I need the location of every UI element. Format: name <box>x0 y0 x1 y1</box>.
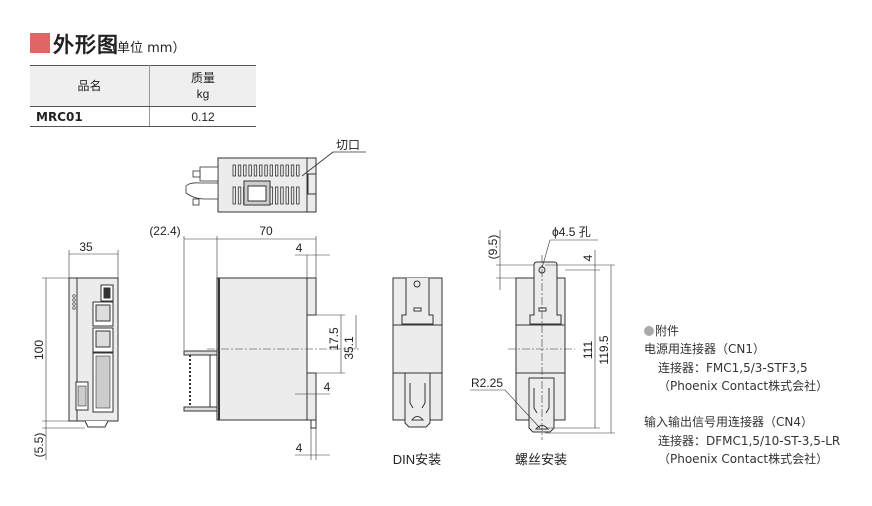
dim-mid-tab: 4 <box>324 380 331 394</box>
top-view: 切口 <box>185 138 366 213</box>
note-connector: 连接器：DFMC1,5/10-ST-3,5-LR <box>658 433 841 448</box>
dim-slot: 17.5 <box>327 327 341 351</box>
table-row: MRC01 0.12 <box>30 106 256 127</box>
vent-slot <box>296 186 300 205</box>
dim-width: 35 <box>79 240 93 254</box>
vent-slot <box>237 186 242 205</box>
title-marker <box>30 33 50 53</box>
vent-slot <box>280 186 284 205</box>
din-mount-label: DIN安装 <box>393 452 441 467</box>
vent-slot <box>290 164 295 177</box>
vent-slot <box>274 186 279 205</box>
note-maker: （Phoenix Contact株式会社） <box>658 378 829 393</box>
vent-slot <box>274 164 279 177</box>
note-title: 输入输出信号用连接器（CN4） <box>644 415 813 430</box>
vent-slot <box>264 164 268 177</box>
din-view: DIN安装 <box>392 277 443 467</box>
vent-slot <box>232 186 236 205</box>
dim-connector: (22.4) <box>149 224 180 238</box>
dim-depth: 70 <box>259 224 273 238</box>
dim-overall: 119.5 <box>597 335 611 364</box>
vent-slot <box>296 164 300 177</box>
dim-bottom-tab: 4 <box>296 441 303 455</box>
accessories-notes: 附件电源用连接器（CN1） 连接器：FMC1,5/3-STF3,5 （Phoenix… <box>644 322 840 468</box>
dim-hole: ϕ4.5 孔 <box>552 225 591 239</box>
note-connector: 连接器：FMC1,5/3-STF3,5 <box>658 360 808 375</box>
front-view: 35 100 (5.5) <box>32 240 119 460</box>
header-model: 品名 <box>30 65 150 107</box>
vent-slot <box>285 164 289 177</box>
vent-slot <box>280 164 284 177</box>
vent-slot <box>285 186 289 205</box>
page-title: 外形图 <box>53 33 119 57</box>
bullet-icon <box>644 326 654 336</box>
notes-heading: 附件 <box>644 322 840 340</box>
dim-screw-top-tab: 4 <box>581 254 595 261</box>
unit-label: （单位 mm） <box>104 41 186 56</box>
vent-slot <box>259 164 263 177</box>
dim-bottom: (5.5) <box>32 433 46 458</box>
dim-radius: R2.25 <box>471 376 503 390</box>
vent-slot <box>243 164 247 177</box>
dim-height: 100 <box>32 340 46 360</box>
dim-top-offset: (9.5) <box>486 235 500 260</box>
cell-mass: 0.12 <box>149 106 256 127</box>
vent-slot <box>290 186 295 205</box>
cell-model: MRC01 <box>30 106 150 127</box>
note-maker: （Phoenix Contact株式会社） <box>658 452 829 467</box>
vent-slot <box>253 164 258 177</box>
side-view: (22.4) 70 4 17.5 35.1 4 4 <box>149 224 360 460</box>
vent-slot <box>269 164 274 177</box>
cutout-callout: 切口 <box>336 138 360 152</box>
screw-mount-label: 螺丝安装 <box>515 452 567 467</box>
screw-view: ϕ4.5 孔 (9.5) 4 111 119.5 R2.25 螺丝安装 <box>470 225 615 467</box>
dim-center: 35.1 <box>342 336 356 360</box>
vent-slot <box>237 164 242 177</box>
dim-top-tab: 4 <box>296 241 303 255</box>
note-title: 电源用连接器（CN1） <box>644 342 765 357</box>
vent-slot <box>248 164 252 177</box>
vent-slot <box>232 164 236 177</box>
dim-pitch: 111 <box>581 341 595 360</box>
